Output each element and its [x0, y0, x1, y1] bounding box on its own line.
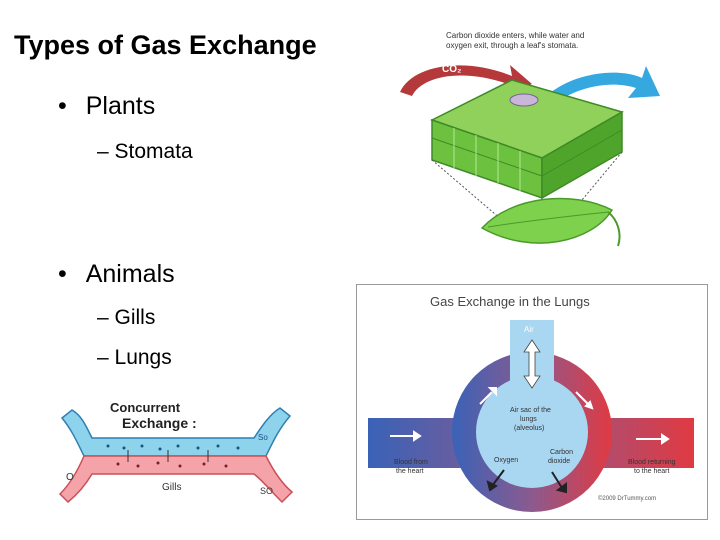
bullet-plants-label: Plants	[86, 92, 155, 120]
air-label: Air	[524, 325, 534, 334]
o-left-label: O	[66, 472, 74, 483]
leaf-cross-section	[432, 80, 622, 198]
alveolus-line1: Air sac of the	[510, 407, 551, 414]
alveolus-line3: (alveolus)	[514, 425, 544, 432]
sub-lungs: – Lungs	[97, 346, 172, 370]
bullet-plants: • Plants	[58, 92, 155, 121]
pink-channel	[60, 456, 292, 502]
gills-concurrent-exchange-figure: Concurrent Exchange : Gills O SO So	[58, 386, 298, 516]
blood-in-line1: Blood from	[394, 459, 428, 466]
gills-title-line2: Exchange :	[122, 415, 197, 431]
leaf-caption-line2: oxygen exit, through a leaf's stomata.	[446, 41, 578, 50]
blood-in-line2: the heart	[396, 468, 424, 475]
bullet-dot: •	[58, 92, 67, 120]
alveolus-line2: lungs	[520, 416, 537, 423]
so-right-label: SO	[260, 486, 273, 496]
copyright-text: ©2009 DrTummy.com	[598, 495, 656, 502]
blood-out-line1: Blood returning	[628, 459, 676, 466]
leaf-icon	[482, 198, 620, 246]
co2-line1: Carbon	[550, 449, 573, 456]
bullet-animals-label: Animals	[86, 260, 175, 288]
oxygen-label: Oxygen	[494, 457, 518, 464]
leaf-stomata-figure: Carbon dioxide enters, while water and o…	[392, 20, 692, 260]
leaf-caption-line1: Carbon dioxide enters, while water and	[446, 31, 584, 40]
co2-line2: dioxide	[548, 458, 570, 465]
so-top-label: So	[258, 433, 268, 442]
sub-stomata: – Stomata	[97, 140, 193, 164]
co2-label: CO₂	[442, 64, 461, 75]
gills-title-line1: Concurrent	[110, 400, 181, 415]
bullet-animals: • Animals	[58, 260, 175, 289]
gills-label: Gills	[162, 482, 181, 493]
blood-out-line2: to the heart	[634, 468, 669, 475]
lungs-title: Gas Exchange in the Lungs	[430, 294, 590, 309]
stoma	[510, 94, 538, 106]
lungs-gas-exchange-figure: Gas Exchange in the Lungs Air Air sac of…	[356, 284, 708, 520]
bullet-dot: •	[58, 260, 67, 288]
sub-gills: – Gills	[97, 306, 155, 330]
slide-title: Types of Gas Exchange	[14, 30, 317, 61]
